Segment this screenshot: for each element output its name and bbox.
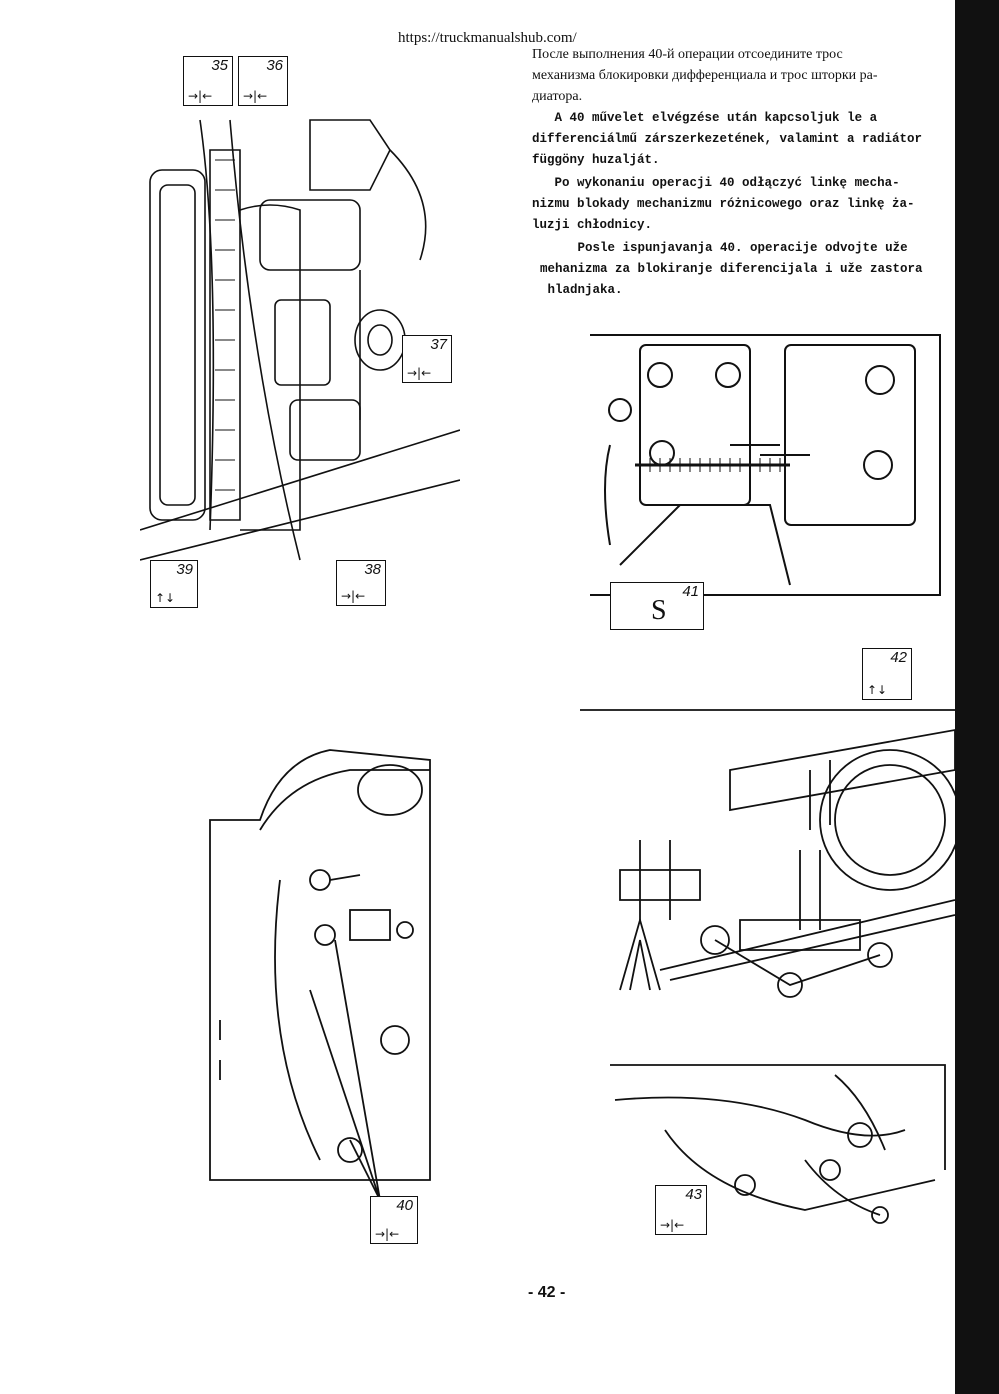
up-down-icon: ↑↓ [867,683,888,697]
instruction-pl: Po wykonaniu operacji 40 odłączyć linkę … [532,176,915,232]
lower-bracket-illustration [610,1064,946,1224]
instruction-ru: После выполнения 40-й операции отсоедини… [532,47,878,104]
page-number: - 42 - [528,1284,566,1301]
tighten-icon: →|← [407,366,432,380]
tighten-icon: →|← [341,589,366,603]
callout-39: 39 ↑↓ [150,560,198,608]
instruction-sr: Posle ispunjavanja 40. operacije odvojte… [540,241,923,297]
tighten-icon: →|← [660,1218,685,1232]
frame-jack-illustration [580,709,955,998]
tighten-icon: →|← [243,89,268,103]
clutch-housing-illustration [209,749,431,1200]
tighten-icon: →|← [375,1227,400,1241]
bracket-bolt-illustration [590,334,941,596]
wrench-size-icon: S [651,595,667,626]
callout-40: 40 →|← [370,1196,418,1244]
instruction-hu: A 40 művelet elvégzése után kapcsoljuk l… [532,111,923,167]
callout-41: 41 S [610,582,704,630]
callout-38: 38 →|← [336,560,386,606]
callout-37: 37 →|← [402,335,452,383]
source-url[interactable]: https://truckmanualshub.com/ [398,30,577,46]
callout-43: 43 →|← [655,1185,707,1235]
callout-36: 36 →|← [238,56,288,106]
up-down-icon: ↑↓ [155,591,176,605]
tighten-icon: →|← [188,89,213,103]
callout-35: 35 →|← [183,56,233,106]
engine-illustration [140,119,460,561]
callout-42: 42 ↑↓ [862,648,912,700]
scan-edge [955,0,999,1394]
